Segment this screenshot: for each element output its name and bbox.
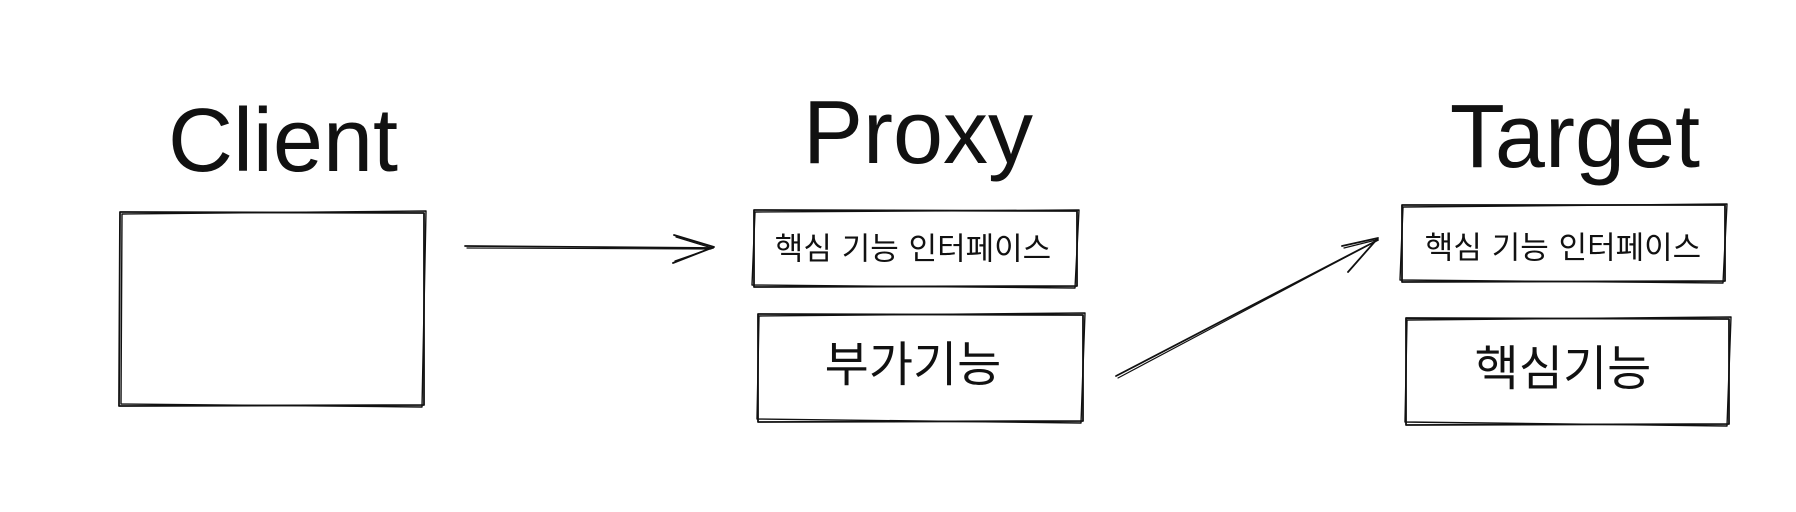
target-core-box [1404,316,1732,427]
target-interface-label: 핵심 기능 인터페이스 [1424,230,1702,267]
target-core-label: 핵심기능 [1474,341,1652,397]
proxy-extra-box [756,312,1086,424]
proxy-extra-label: 부가기능 [824,337,1002,393]
target-title: Target [1449,87,1701,187]
arrow-client-to-proxy [464,234,715,264]
proxy-interface-box [751,209,1080,289]
client-title: Client [167,91,399,191]
target-interface-box [1399,203,1728,284]
proxy-title: Proxy [802,83,1034,183]
client-box [118,210,427,408]
proxy-interface-label: 핵심 기능 인터페이스 [774,231,1052,268]
arrow-proxy-to-target [1115,237,1379,379]
